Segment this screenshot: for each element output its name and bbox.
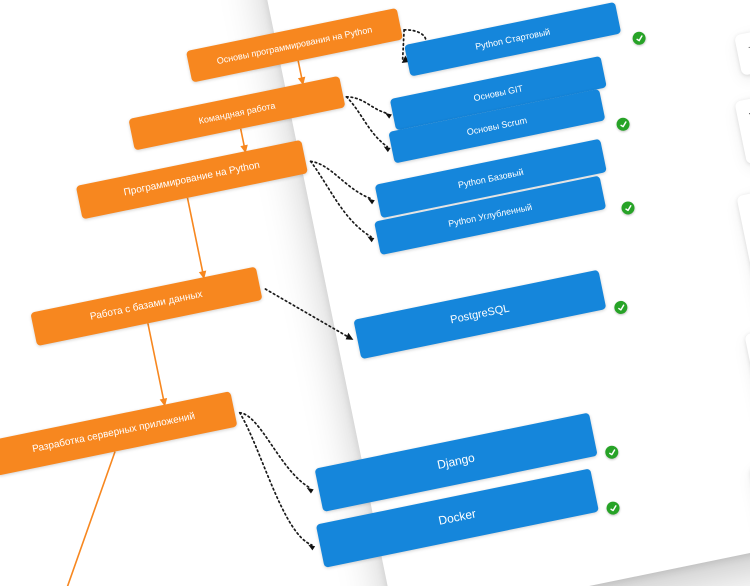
course-node-label: Основы GIT	[472, 83, 524, 103]
course-node-label: Docker	[437, 506, 478, 528]
stage-node-label: Работа с базами данных	[89, 289, 204, 323]
check-circle-icon	[615, 116, 631, 132]
edge-team-prog	[239, 128, 246, 148]
course-node-label: Python Стартовый	[474, 26, 551, 52]
arrowhead-postgres	[345, 332, 354, 340]
check-circle-icon	[613, 299, 629, 316]
arrowhead-docker	[308, 544, 316, 551]
stage-node-label: Разработка серверных приложений	[31, 411, 197, 456]
edge-server-dev	[54, 451, 116, 586]
arrowhead-scrum	[383, 146, 391, 153]
arrowhead-pybase	[367, 198, 375, 205]
arrowhead-pyadv	[367, 236, 375, 243]
edge-prog-db	[186, 197, 204, 274]
stage-node-label: Программирование на Python	[122, 160, 261, 199]
stage-node-server-apps[interactable]: Разработка серверных приложений	[0, 391, 238, 476]
edge-prog-pybase	[309, 160, 373, 200]
stage-node-programming[interactable]: Программирование на Python	[75, 139, 308, 220]
course-node-label: Django	[435, 450, 476, 473]
edge-team-scrum	[345, 95, 389, 148]
check-circle-icon	[631, 30, 647, 46]
course-node-label: PostgreSQL	[449, 302, 511, 327]
edge-db-server	[147, 323, 165, 401]
edge-prog-pyadv	[309, 160, 372, 238]
connector-layer	[54, 29, 427, 586]
edge-basics-start-curve	[401, 29, 427, 63]
stage-node-label: Командная работа	[197, 100, 277, 126]
check-circle-icon	[604, 444, 620, 460]
check-circle-icon	[605, 500, 621, 516]
course-node-label: Python Базовый	[457, 166, 525, 190]
arrowhead-git	[384, 112, 392, 119]
edge-team-git	[345, 95, 390, 115]
edge-server-docker	[238, 411, 313, 546]
course-node-label: Основы Scrum	[465, 114, 528, 138]
check-circle-icon	[620, 200, 636, 216]
stage-node-databases[interactable]: Работа с базами данных	[30, 266, 263, 347]
edge-server-django	[238, 411, 312, 489]
arrowhead-django	[306, 487, 314, 494]
edge-basics-start	[401, 29, 405, 63]
course-node-label: Python Углубленный	[447, 201, 533, 229]
edge-basics-team	[297, 60, 303, 80]
edge-db-postgres	[264, 288, 350, 339]
